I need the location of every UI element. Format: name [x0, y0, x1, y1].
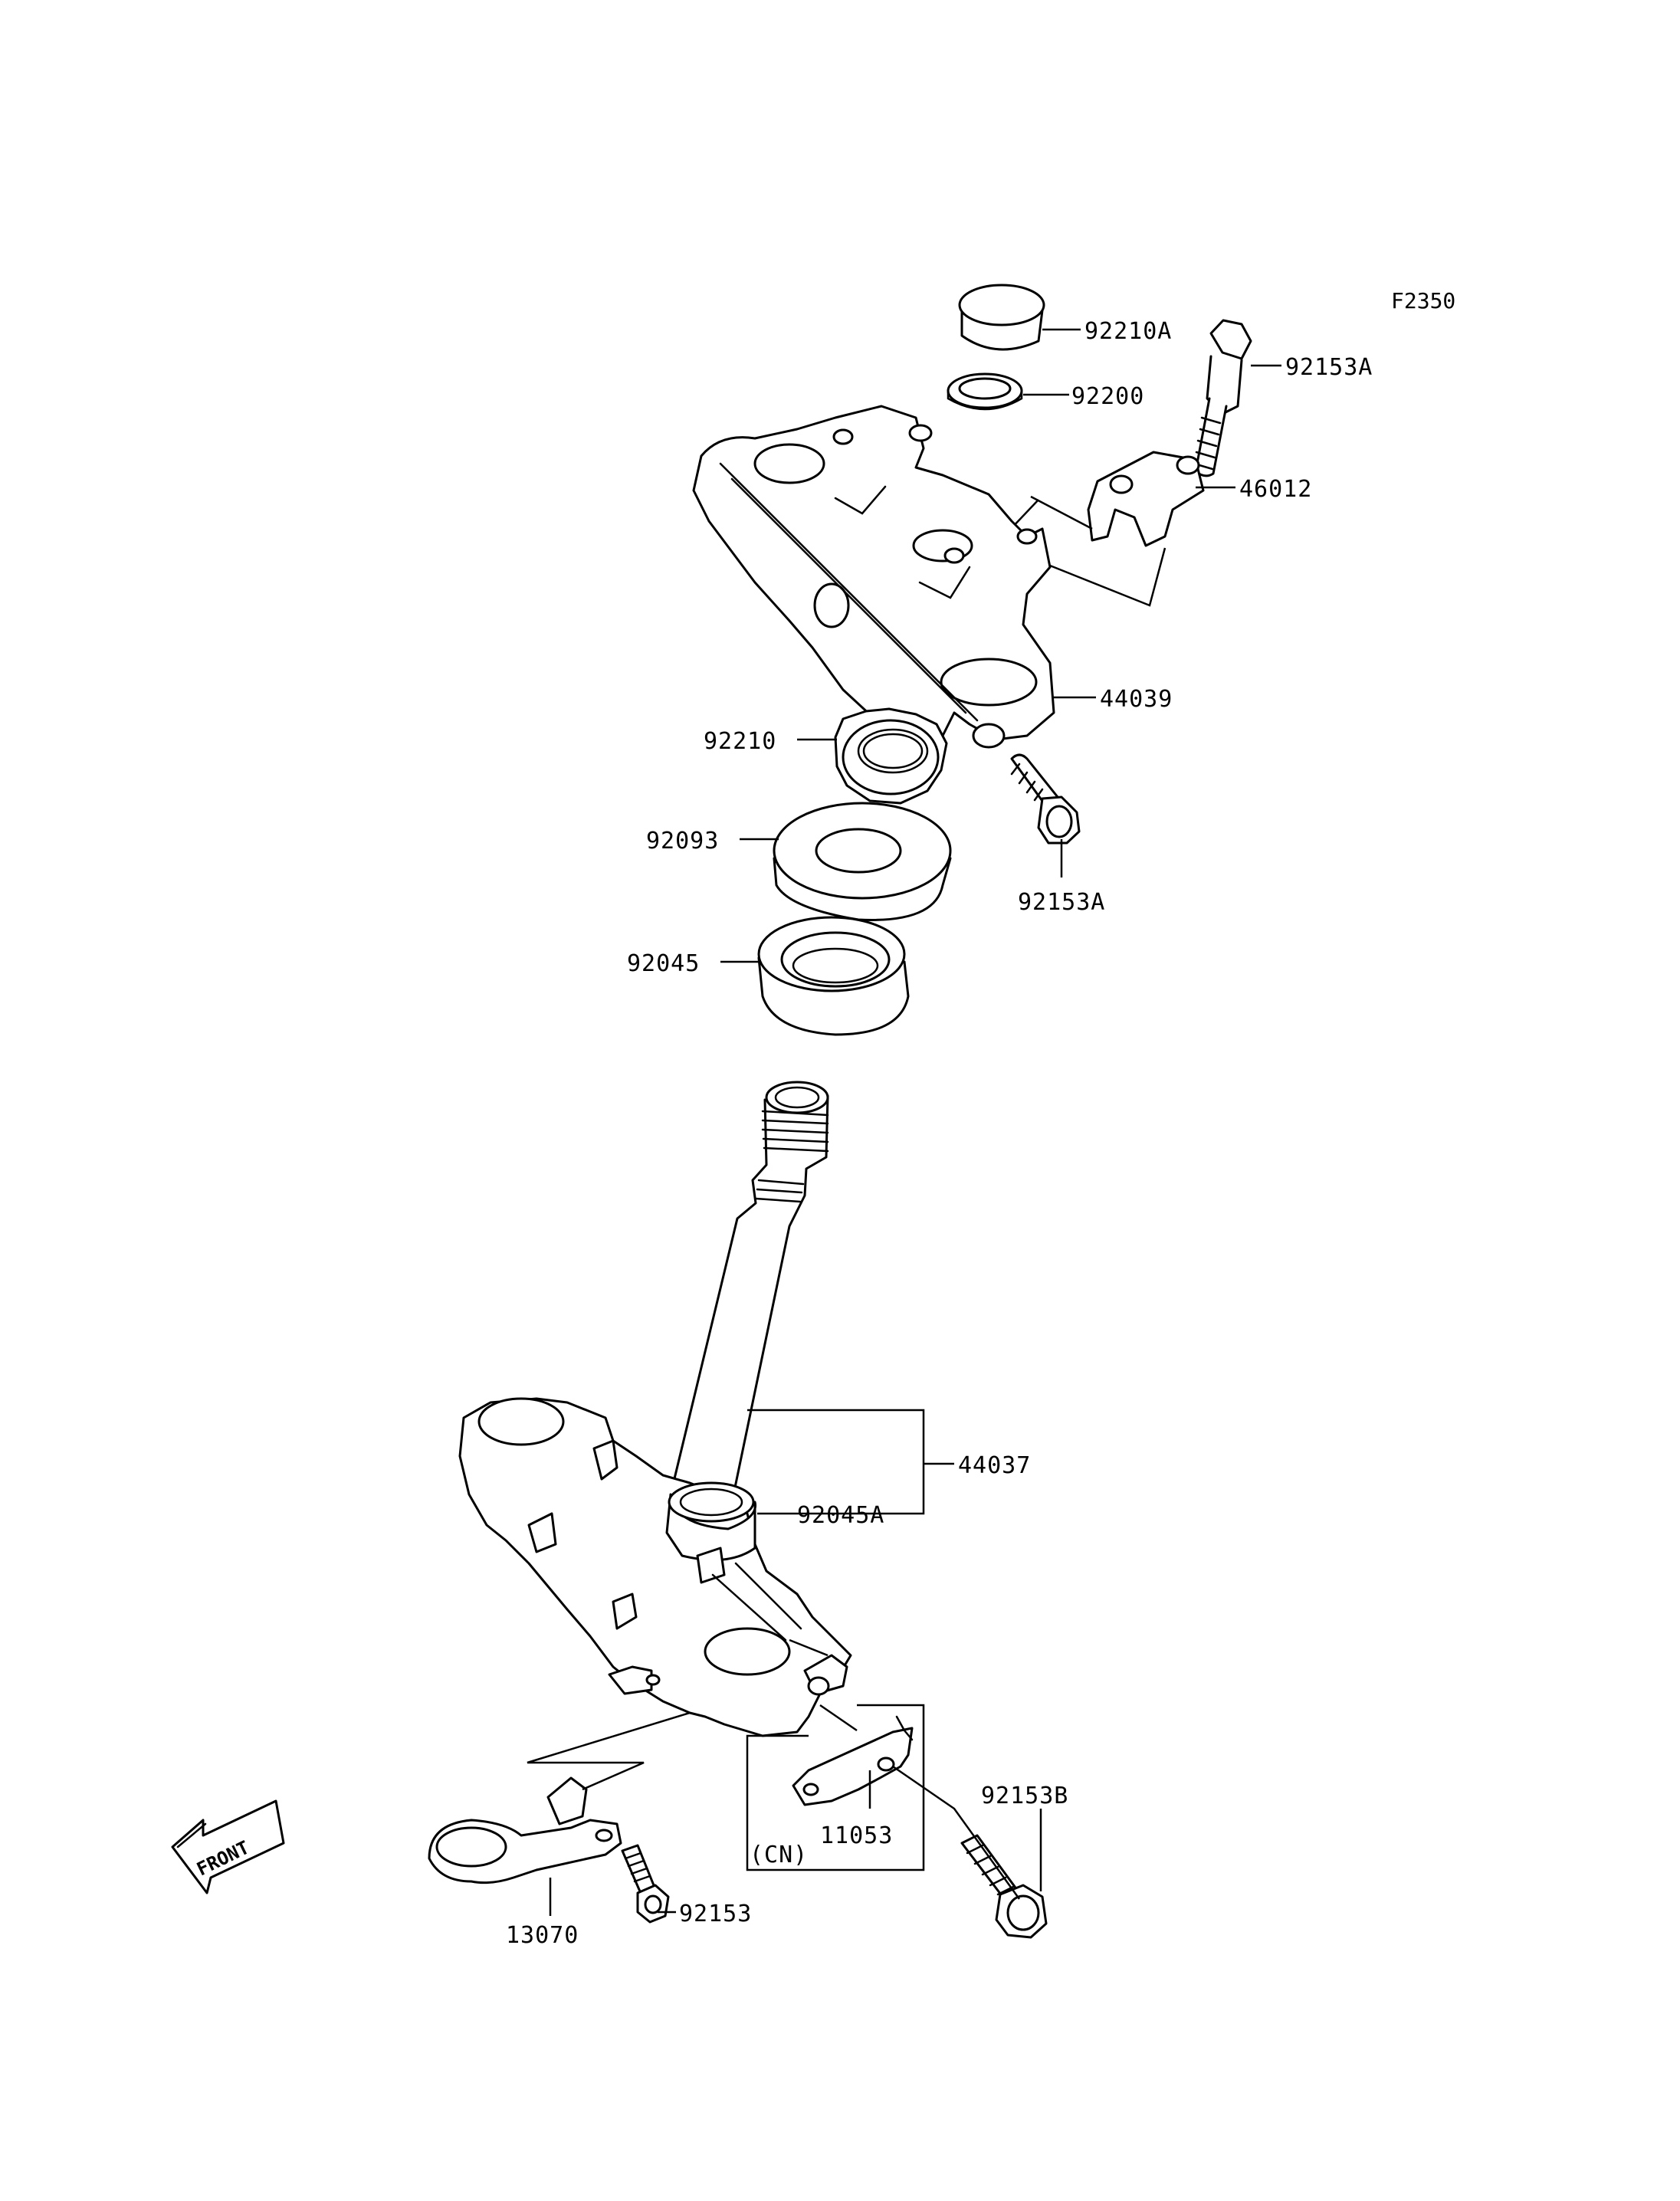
mount-line-46012	[994, 499, 1166, 607]
bolt-92153	[621, 1844, 670, 1924]
label-46012: 46012	[1239, 476, 1312, 503]
bolt-92153a-upper	[1193, 319, 1252, 477]
upper-bracket-44039	[692, 405, 1055, 749]
cap-92210a	[958, 284, 1045, 351]
leader-lines	[527, 328, 1281, 1916]
bolt-92153b	[960, 1834, 1048, 1939]
label-92153a-upper: 92153A	[1285, 354, 1373, 381]
plate-11053	[792, 1715, 914, 1806]
label-92093: 92093	[646, 828, 719, 854]
stem-44037	[669, 1081, 829, 1504]
region-note-cn: (CN)	[750, 1842, 808, 1868]
label-44037: 44037	[958, 1452, 1031, 1479]
label-92153: 92153	[679, 1901, 752, 1927]
holder-46012	[1030, 451, 1205, 547]
label-92045a: 92045A	[797, 1502, 884, 1529]
diagram-code: F2350	[1391, 288, 1455, 313]
clamp-13070	[428, 1776, 622, 1884]
label-92210: 92210	[704, 728, 776, 755]
label-92153a-lower: 92153A	[1018, 889, 1105, 916]
label-92210a: 92210A	[1084, 318, 1172, 345]
label-92153b: 92153B	[981, 1783, 1068, 1809]
front-arrow: FRONT	[171, 1799, 285, 1894]
nut-92210	[834, 707, 948, 805]
label-44039: 44039	[1100, 686, 1173, 713]
bolt-92153a-lower	[1010, 753, 1081, 877]
seal-92093	[773, 802, 952, 921]
lower-bracket-44037	[458, 1397, 852, 1737]
washer-92200	[947, 372, 1023, 411]
label-92200: 92200	[1071, 383, 1144, 410]
label-13070: 13070	[506, 1922, 579, 1949]
label-11053: 11053	[820, 1822, 893, 1849]
bearing-92045	[757, 916, 910, 1036]
label-92045: 92045	[627, 950, 700, 977]
